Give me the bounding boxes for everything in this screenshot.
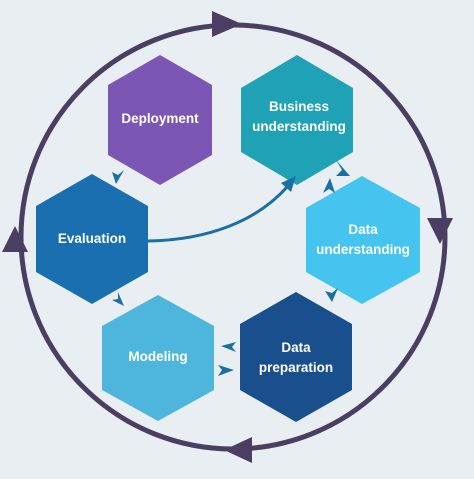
data-understanding-label-line-2: understanding: [316, 242, 410, 257]
stage-connectors: [112, 160, 350, 376]
arrow-data-understanding-to-preparation: [325, 288, 338, 302]
data-understanding-label-line-1: Data: [348, 222, 378, 237]
stage-evaluation: Evaluation: [36, 174, 148, 304]
business-understanding-hexagon: [241, 55, 353, 185]
arrow-preparation-to-modeling: [221, 342, 236, 352]
stage-deployment: Deployment: [108, 55, 212, 185]
cycle-arrowhead-right: [427, 218, 453, 244]
modeling-label: Modeling: [128, 349, 187, 364]
evaluation-label: Evaluation: [58, 231, 126, 246]
data-preparation-label-line-1: Data: [281, 340, 311, 355]
arrow-modeling-to-evaluation: [112, 292, 124, 306]
stage-modeling: Modeling: [102, 295, 214, 421]
deployment-label: Deployment: [121, 111, 199, 126]
business-understanding-label-line-2: understanding: [252, 119, 346, 134]
business-understanding-label-line-1: Business: [269, 99, 329, 114]
deployment-hexagon: [108, 55, 212, 185]
cycle-arrowhead-left: [2, 226, 28, 252]
cycle-arrowhead-bottom: [224, 437, 252, 463]
data-preparation-label-line-2: preparation: [259, 360, 333, 375]
arrow-evaluation-to-deployment: [112, 170, 124, 184]
cycle-arrowhead-top: [212, 11, 242, 37]
arrow-evaluation-to-business-curve: [147, 185, 290, 243]
data-preparation-hexagon: [240, 292, 352, 422]
arrow-evaluation-to-business-head: [281, 176, 296, 192]
stage-data-understanding: Data understanding: [306, 176, 420, 304]
arrow-modeling-to-preparation: [218, 365, 234, 376]
stage-data-preparation: Data preparation: [240, 292, 352, 422]
arrow-data-understanding-to-business: [323, 178, 335, 193]
stage-business-understanding: Business understanding: [241, 55, 353, 185]
data-understanding-hexagon: [306, 176, 420, 304]
evaluation-hexagon: [36, 174, 148, 304]
arrow-business-to-data-understanding: [336, 160, 350, 176]
modeling-hexagon: [102, 295, 214, 421]
